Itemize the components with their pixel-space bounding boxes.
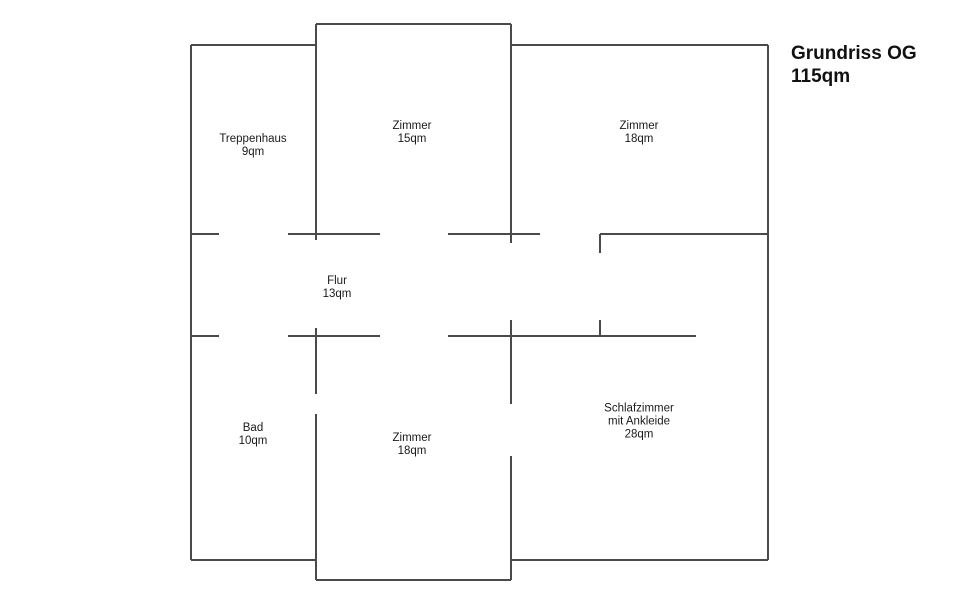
- walls-group: [190, 23, 769, 581]
- room-name: Schlafzimmer: [604, 402, 674, 415]
- page-title: Grundriss OG 115qm: [791, 42, 917, 88]
- room-name: Zimmer: [392, 432, 432, 444]
- room-name: Bad: [242, 422, 264, 434]
- room-name-2: mit Ankleide: [607, 415, 670, 428]
- room-name: Flur: [327, 275, 347, 287]
- room-name: Treppenhaus: [219, 133, 287, 145]
- room-area: 13qm: [322, 288, 352, 300]
- room-area: 18qm: [397, 445, 427, 457]
- room-area: 9qm: [241, 146, 265, 158]
- room-area: 15qm: [397, 133, 427, 145]
- room-area: 18qm: [624, 133, 654, 145]
- title-line-2: 115qm: [791, 66, 851, 87]
- room-area: 28qm: [624, 428, 654, 441]
- room-name: Zimmer: [392, 120, 432, 132]
- room-name: Zimmer: [619, 120, 659, 132]
- title-line-1: Grundriss OG: [791, 43, 917, 64]
- room-area: 10qm: [238, 435, 268, 447]
